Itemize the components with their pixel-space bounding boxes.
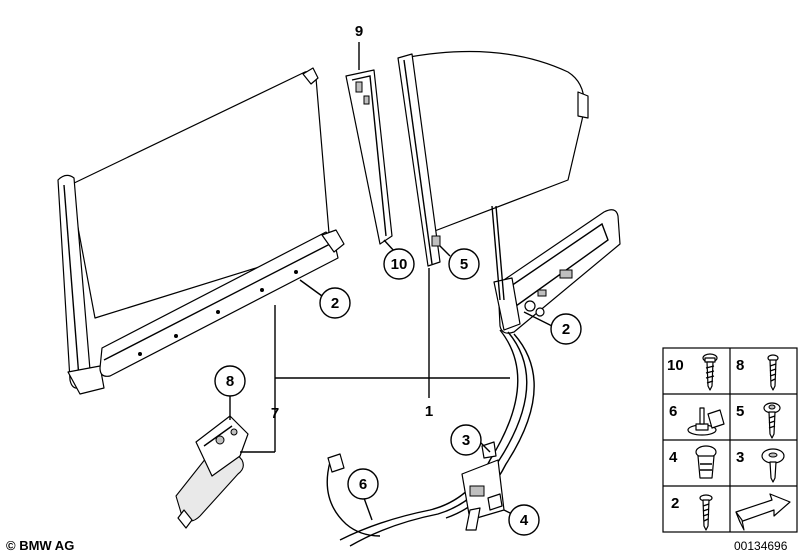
trim-strip xyxy=(345,69,393,245)
document-number: 00134696 xyxy=(734,539,788,553)
screw-10-icon xyxy=(702,353,718,391)
regulator-lower-bracket xyxy=(461,441,505,531)
screw-2-icon xyxy=(699,494,713,531)
cable-connector xyxy=(327,453,345,473)
callout-7: 7 xyxy=(271,405,279,422)
callout-8: 8 xyxy=(214,365,246,397)
callout-6: 6 xyxy=(347,468,379,500)
legend-label-5: 5 xyxy=(736,403,744,420)
callout-5-label: 5 xyxy=(460,256,468,273)
expanding-nut-4-icon xyxy=(695,445,717,479)
window-motor xyxy=(175,415,249,529)
window-lower-rail xyxy=(99,229,345,377)
window-regulator xyxy=(491,205,621,334)
legend-label-6: 6 xyxy=(669,403,677,420)
screw-8-icon xyxy=(767,354,779,391)
clip-6-icon xyxy=(687,407,725,436)
callout-7-label: 7 xyxy=(271,405,279,422)
callout-1-label: 1 xyxy=(425,403,433,420)
callout-2-left-label: 2 xyxy=(331,295,339,312)
legend-label-8: 8 xyxy=(736,357,744,374)
legend-label-10: 10 xyxy=(667,357,684,374)
screw-3-icon xyxy=(761,448,785,483)
legend-label-2: 2 xyxy=(671,495,679,512)
callout-3: 3 xyxy=(450,424,482,456)
callout-5: 5 xyxy=(448,248,480,280)
legend-label-3: 3 xyxy=(736,449,744,466)
window-frame-guide xyxy=(57,174,105,395)
bowden-cables xyxy=(326,329,535,547)
callout-2-left: 2 xyxy=(319,287,351,319)
callout-6-label: 6 xyxy=(359,476,367,493)
callout-9-label: 9 xyxy=(355,23,363,40)
fastener-legend: 10 8 6 5 4 xyxy=(662,347,798,533)
direction-arrow-icon xyxy=(735,493,791,531)
callout-4: 4 xyxy=(508,504,540,536)
leader-lines xyxy=(229,42,553,521)
callout-2-right-label: 2 xyxy=(562,321,570,338)
rear-side-window-glass xyxy=(69,67,331,319)
callout-10-label: 10 xyxy=(391,256,408,273)
copyright-text: © BMW AG xyxy=(6,538,75,553)
callout-8-label: 8 xyxy=(226,373,234,390)
callout-10: 10 xyxy=(383,248,415,280)
front-door-window-glass xyxy=(403,50,589,233)
callout-4-label: 4 xyxy=(520,512,529,529)
screw-5-icon xyxy=(763,402,781,439)
callout-3-label: 3 xyxy=(462,432,470,449)
callout-9: 9 xyxy=(355,23,363,40)
legend-label-4: 4 xyxy=(669,449,678,466)
callout-1: 1 xyxy=(425,403,433,420)
window-channel-seal xyxy=(397,53,441,267)
callout-2-right: 2 xyxy=(550,313,582,345)
